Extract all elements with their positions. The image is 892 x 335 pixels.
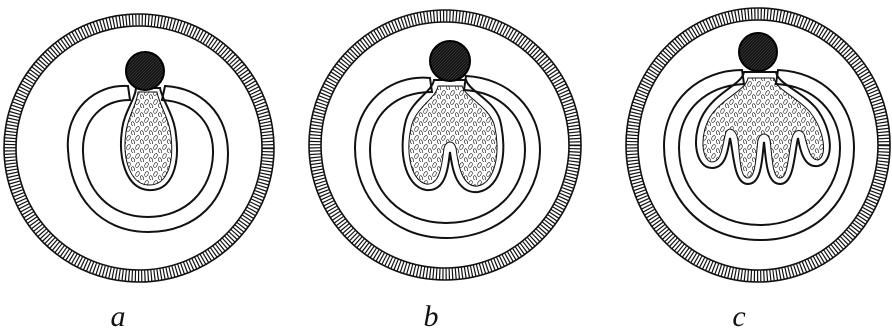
apical-bead (126, 52, 164, 90)
panel-label-c: c (719, 302, 759, 332)
embryo-single-lobe (121, 88, 177, 190)
panel-a (4, 14, 274, 282)
embryo-two-lobes (403, 80, 504, 192)
apical-bead (739, 33, 777, 71)
panel-c (626, 8, 890, 282)
apical-bead (430, 41, 470, 81)
panel-label-b: b (411, 302, 451, 332)
panel-label-a: a (98, 302, 138, 332)
panel-b (309, 10, 581, 280)
embryo-three-lobes (696, 72, 830, 184)
